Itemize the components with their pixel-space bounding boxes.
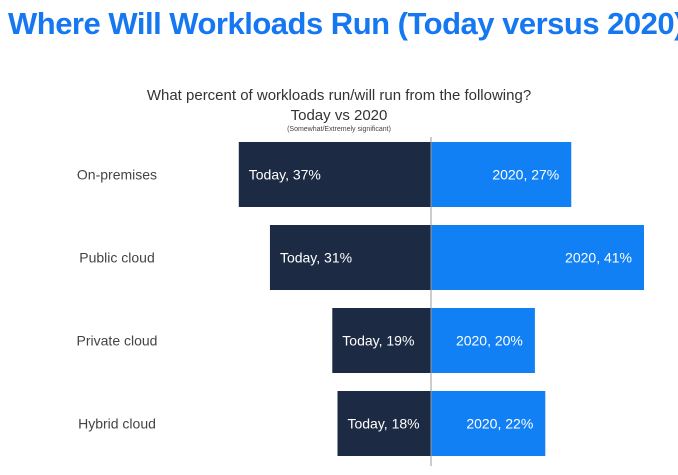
today-data-label: Today, 37% — [249, 167, 321, 183]
category-label: On-premises — [77, 167, 157, 183]
category-label: Hybrid cloud — [78, 416, 156, 432]
2020-data-label: 2020, 27% — [492, 167, 559, 183]
2020-bar — [431, 142, 572, 207]
today-data-label: Today, 31% — [280, 250, 352, 266]
2020-data-label: 2020, 22% — [466, 416, 533, 432]
today-data-label: Today, 18% — [347, 416, 419, 432]
chart-note: (Somewhat/Extremely significant) — [287, 126, 391, 133]
today-data-label: Today, 19% — [342, 333, 414, 349]
2020-data-label: 2020, 41% — [565, 250, 632, 266]
chart-subtitle: Today vs 2020 — [290, 107, 388, 124]
2020-bar — [431, 391, 546, 456]
page-title: Where Will Workloads Run (Today versus 2… — [8, 6, 678, 41]
2020-bar — [431, 225, 644, 290]
2020-data-label: 2020, 20% — [456, 333, 523, 349]
today-bar — [269, 225, 431, 290]
today-bar — [337, 391, 431, 456]
category-label: Private cloud — [77, 333, 158, 349]
today-bar — [332, 308, 431, 373]
2020-bar — [431, 308, 535, 373]
chart-title: What percent of workloads run/will run f… — [146, 87, 532, 104]
today-bar — [238, 142, 431, 207]
category-label: Public cloud — [79, 250, 155, 266]
